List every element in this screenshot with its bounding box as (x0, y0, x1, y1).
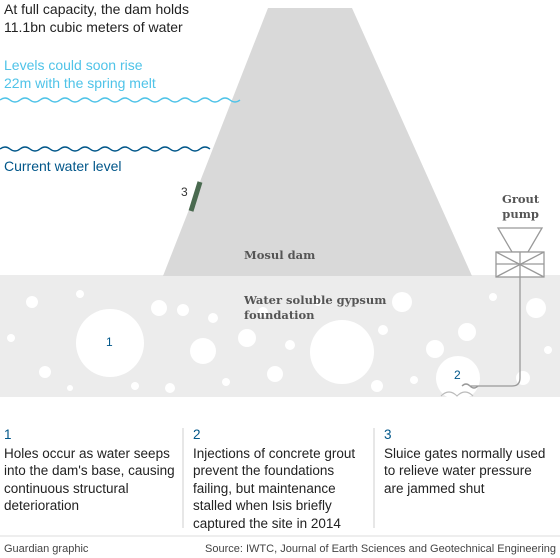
source: Source: IWTC, Journal of Earth Sciences … (205, 543, 556, 555)
hole (26, 296, 38, 308)
grout-pipe (470, 277, 521, 387)
hole (222, 378, 230, 386)
hole (285, 340, 295, 350)
step-3-line: to relieve water pressure (384, 463, 532, 478)
step-2-line: failing, but maintenance (193, 480, 336, 496)
hole (392, 292, 412, 312)
hole (378, 325, 388, 335)
hole (76, 309, 144, 377)
step-2-line: prevent the foundations (193, 463, 335, 478)
grout-pump (495, 227, 545, 278)
hole (67, 385, 73, 391)
current-level-label: Current water level (4, 158, 122, 174)
step-1-line: deterioration (4, 498, 80, 513)
step-2-line: stalled when Isis briefly (193, 498, 332, 513)
current-level-wave (0, 146, 211, 152)
step-2-line: Injections of concrete grout (193, 445, 356, 461)
hole (238, 329, 256, 347)
step-1-line: into the dam's base, causing (4, 463, 175, 478)
spring-line-2: 22m with the spring melt (4, 75, 156, 91)
grout-pump-line-2: pump (502, 207, 539, 221)
hole (458, 323, 476, 341)
hole (190, 338, 216, 364)
step-1-line: continuous structural (4, 480, 129, 496)
hole (76, 290, 84, 298)
capacity-annotation: At full capacity, the dam holds 11.1bn c… (4, 0, 189, 36)
grout-pump-label: Grout pump (502, 192, 539, 222)
hole (258, 307, 268, 317)
hole (526, 298, 546, 318)
step-3: 3 Sluice gates normally used to relieve … (384, 426, 558, 497)
step-1: 1 Holes occur as water seeps into the da… (4, 426, 179, 515)
spring-level-wave (0, 97, 241, 103)
credit: Guardian graphic (4, 543, 89, 555)
spring-annotation: Levels could soon rise 22m with the spri… (4, 56, 156, 92)
step-1-number: 1 (4, 427, 12, 442)
sluice-gate (188, 181, 203, 212)
hole (39, 366, 51, 378)
spring-line-1: Levels could soon rise (4, 57, 143, 73)
hole (131, 382, 139, 390)
hole (436, 356, 480, 400)
hole (410, 376, 418, 384)
hole (544, 346, 552, 354)
hole (165, 383, 175, 393)
dam-body (163, 8, 472, 276)
hole (151, 300, 167, 316)
foundation-line-1: Water soluble gypsum (244, 293, 387, 307)
hole (208, 313, 218, 323)
step-2: 2 Injections of concrete grout prevent t… (193, 426, 371, 532)
foundation-holes (7, 290, 552, 400)
grout-pump-line-1: Grout (502, 192, 540, 206)
foundation-line-2: foundation (244, 308, 315, 322)
marker-2: 2 (454, 368, 461, 382)
hole (426, 340, 444, 358)
hole (177, 304, 189, 316)
hole (314, 298, 322, 306)
capacity-line-2: 11.1bn cubic meters of water (4, 19, 183, 35)
marker-3: 3 (181, 185, 188, 199)
step-3-line: Sluice gates normally used (384, 445, 546, 461)
step-2-number: 2 (193, 427, 201, 442)
dam-label: Mosul dam (244, 248, 316, 262)
step-3-number: 3 (384, 427, 392, 442)
step-3-line: are jammed shut (384, 480, 485, 496)
step-1-line: Holes occur as water seeps (4, 445, 170, 461)
hole (489, 293, 497, 301)
hole (371, 380, 383, 392)
foundation-label: Water soluble gypsum foundation (244, 293, 386, 323)
capacity-line-1: At full capacity, the dam holds (4, 1, 189, 17)
step-2-line: captured the site in 2014 (193, 515, 341, 531)
marker-1: 1 (106, 335, 113, 349)
injection-splash (440, 391, 474, 397)
hole (7, 334, 15, 342)
grout-pipe-tip (461, 383, 479, 389)
hole (310, 320, 374, 384)
hole (267, 366, 283, 382)
